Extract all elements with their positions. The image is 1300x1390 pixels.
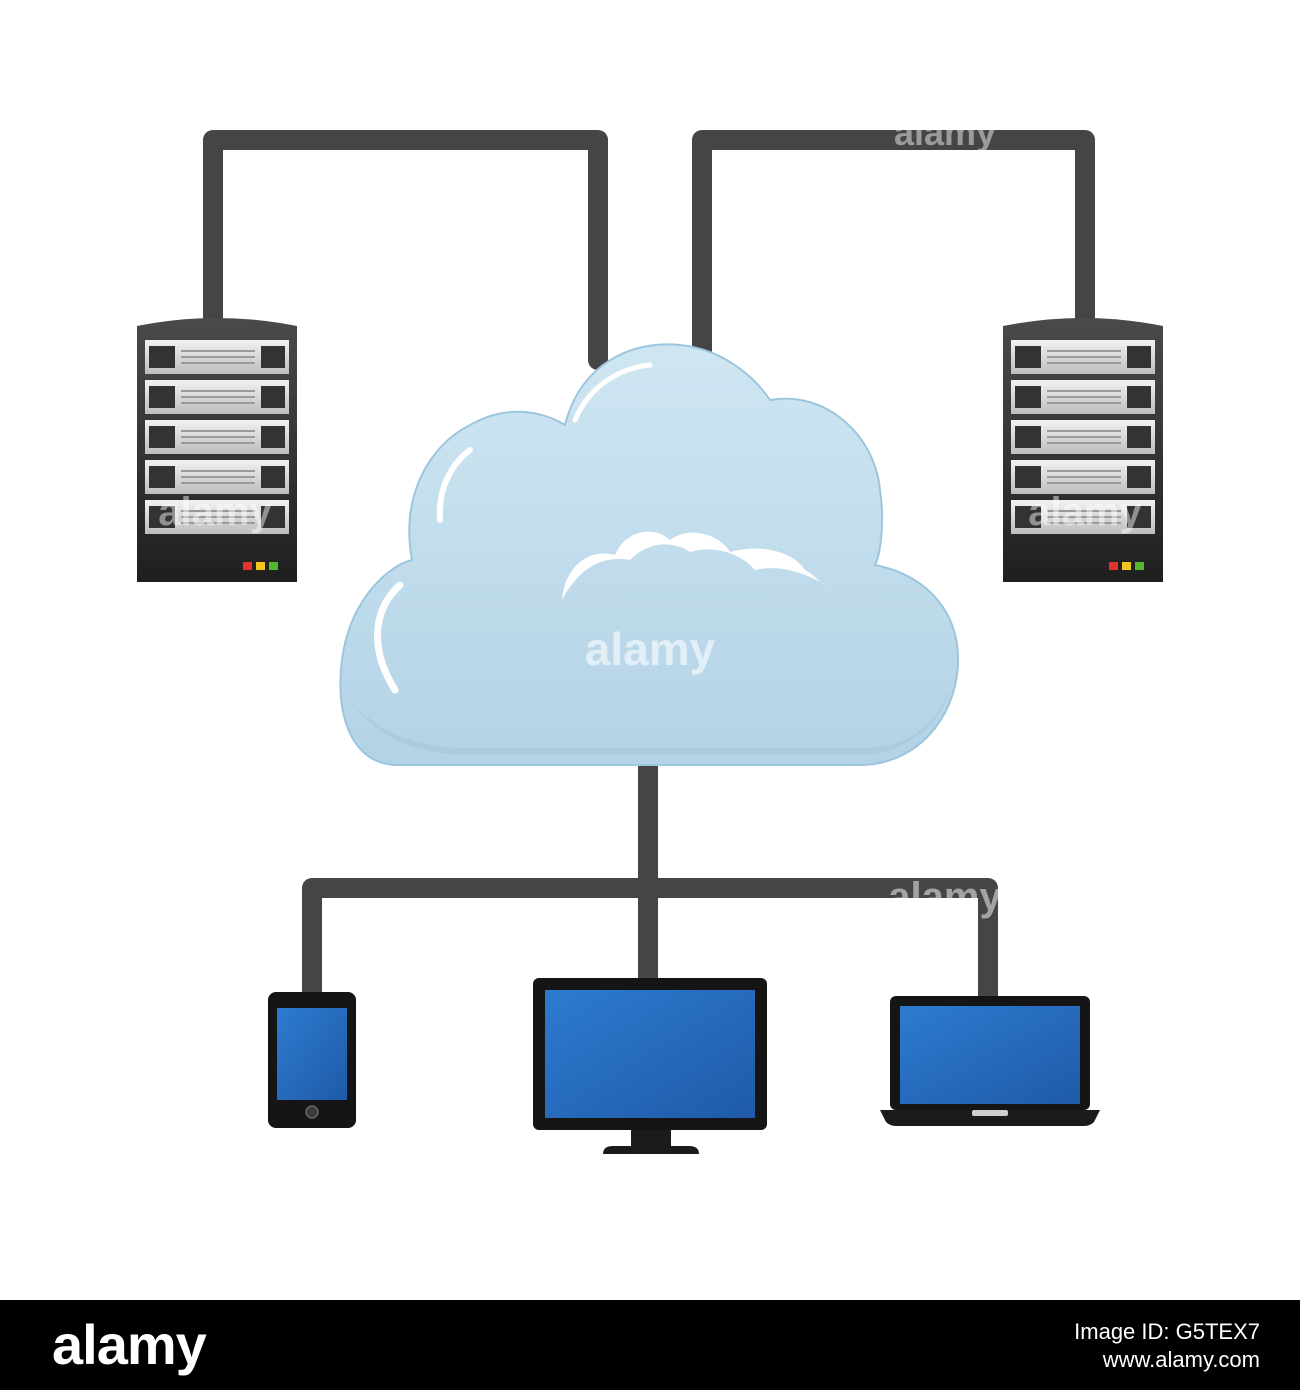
watermark-top: alamy [894, 112, 996, 153]
cloud-inner-highlight [562, 531, 826, 600]
cable-left-server [203, 130, 608, 370]
network-diagram: alamy alamy alamy alamy alamy [137, 112, 1163, 1154]
cloud-icon [339, 343, 960, 766]
watermark-right: alamy [1028, 490, 1142, 534]
desktop-monitor-icon [533, 978, 767, 1154]
watermark-cloud: alamy [585, 623, 716, 675]
cable-right-server [692, 130, 1095, 370]
tablet-icon [268, 992, 356, 1128]
watermark-bus: alamy [888, 875, 1002, 919]
laptop-icon [880, 996, 1100, 1126]
cable-connections [203, 130, 1095, 1015]
alamy-logo: alamy [52, 1313, 207, 1376]
watermarks: alamy alamy alamy alamy alamy [158, 112, 1142, 919]
image-id: Image ID: G5TEX7 [1074, 1319, 1260, 1344]
watermark-left: alamy [158, 490, 272, 534]
footer-meta: Image ID: G5TEX7 www.alamy.com [1020, 1318, 1260, 1374]
cable-devices-bus [302, 878, 998, 1015]
site-url: www.alamy.com [1102, 1347, 1260, 1372]
footer-bar: alamy Image ID: G5TEX7 www.alamy.com [0, 1300, 1300, 1390]
server-left-icon [137, 318, 297, 582]
server-right-icon [1003, 318, 1163, 582]
